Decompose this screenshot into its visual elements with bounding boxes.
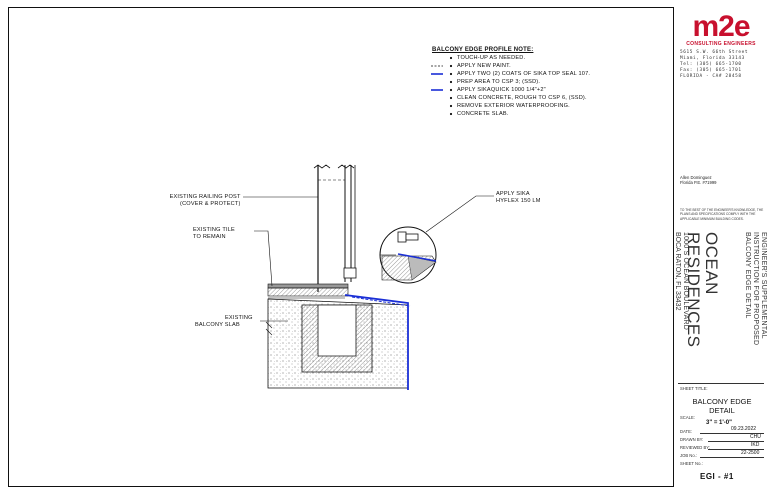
scale-label: SCALE: [680, 415, 695, 420]
existing-tile [267, 283, 349, 299]
address-line: Miami, Florida 33143 [680, 56, 745, 61]
address-line: Tel: (305) 665-1700 [680, 62, 742, 67]
engineer-license: Florida P.E. #71999 [680, 180, 717, 186]
callout-line: BALCONY SLAB [195, 322, 240, 328]
sheet-number-label: SHEET No.: [680, 461, 703, 466]
sheet-title-label: SHEET TITLE: [680, 386, 708, 391]
engineer-name: Allen Dominguez [680, 175, 712, 180]
scale-value: 3" = 1'-0" [706, 420, 732, 426]
logo-subtitle: CONSULTING ENGINEERS [686, 41, 756, 47]
callout-line: (COVER & PROTECT) [180, 201, 241, 207]
callout-line: EXISTING [225, 315, 253, 321]
balcony-slab-callout: EXISTING BALCONY SLAB [195, 315, 253, 329]
note-bullet [449, 112, 453, 116]
sika-hyflex-callout: APPLY SIKA HYFLEX 150 LM [496, 191, 541, 205]
note-item: APPLY NEW PAINT. [457, 63, 511, 69]
note-item: REMOVE EXTERIOR WATERPROOFING. [457, 103, 570, 109]
leader-lines [243, 195, 494, 322]
drawing-frame [8, 7, 674, 487]
date-label: DATE: [680, 429, 693, 434]
note-bullet [449, 64, 453, 68]
note-item: CONCRETE SLAB. [457, 111, 509, 117]
concrete-slab [265, 298, 409, 389]
reviewed-by-label: REVIEWED BY: [680, 445, 711, 450]
drawn-by-label: DRAWN BY: [680, 437, 704, 442]
note-bullet [449, 56, 453, 60]
sheet-title-line1: BALCONY EDGE [692, 397, 752, 406]
address-line: FLORIDA - CA# 28458 [680, 74, 742, 79]
note-item: APPLY TWO (2) COATS OF SIKA TOP SEAL 107… [457, 71, 591, 77]
note-bullet [449, 80, 453, 84]
note-bullet [449, 104, 453, 108]
reviewed-by-value: IKD [751, 442, 760, 448]
sika-leader [425, 195, 494, 233]
note-bullet [449, 96, 453, 100]
sheet-title-line2: DETAIL [709, 405, 735, 415]
note-bullet [449, 88, 453, 92]
callout-line: EXISTING RAILING POST [169, 194, 241, 200]
job-number-label: JOB No.: [680, 453, 697, 458]
railing-post [313, 164, 357, 292]
date-value: 09.23.2022 [731, 426, 757, 432]
note-item: TOUCH-UP AS NEEDED. [457, 55, 526, 61]
note-legend-symbols [431, 56, 453, 116]
callout-line: TO REMAIN [193, 234, 226, 240]
callout-line: HYFLEX 150 LM [496, 198, 541, 204]
note-item: APPLY SIKAQUICK 1000 1/4"+2" [457, 87, 546, 93]
titleblock-divider [678, 383, 764, 384]
field-underline [708, 449, 764, 450]
callout-line: EXISTING TILE [193, 227, 235, 233]
company-address: 5615 S.W. 66th Street Miami, Florida 331… [680, 50, 764, 80]
note-bullet [449, 72, 453, 76]
engineer-signature-block: Allen Dominguez Florida P.E. #71999 [680, 175, 716, 186]
field-underline [700, 433, 764, 434]
field-underline [708, 441, 764, 442]
field-underline [700, 457, 764, 458]
note-title: BALCONY EDGE PROFILE NOTE: [432, 47, 534, 53]
sheet-number: EGI - #1 [700, 472, 734, 481]
job-number-value: 22-2500 [741, 450, 760, 456]
note-item: PREP AREA TO CSP 3; (SSD). [457, 79, 541, 85]
note-item: CLEAN CONCRETE, ROUGH TO CSP 6, (SSD). [457, 95, 587, 101]
address-line: Fax: (305) 665-1701 [680, 68, 742, 73]
existing-tile-callout: EXISTING TILE TO REMAIN [193, 227, 235, 241]
company-logo: m2e CONSULTING ENGINEERS [686, 10, 756, 47]
address-line: 5615 S.W. 66th Street [680, 50, 749, 55]
railing-post-callout: EXISTING RAILING POST (COVER & PROTECT) [166, 194, 241, 208]
detail-bubble [379, 226, 437, 284]
tile-leader [254, 230, 273, 287]
callout-line: APPLY SIKA [496, 191, 530, 197]
sika-coating [344, 294, 411, 390]
engineer-statement: TO THE BEST OF THE ENGINEER'S KNOWLEDGE,… [680, 208, 764, 221]
svg-text:m2e: m2e [692, 10, 749, 43]
drawn-by-value: CHU [750, 434, 761, 440]
sheet-title: BALCONY EDGE DETAIL [684, 397, 760, 415]
